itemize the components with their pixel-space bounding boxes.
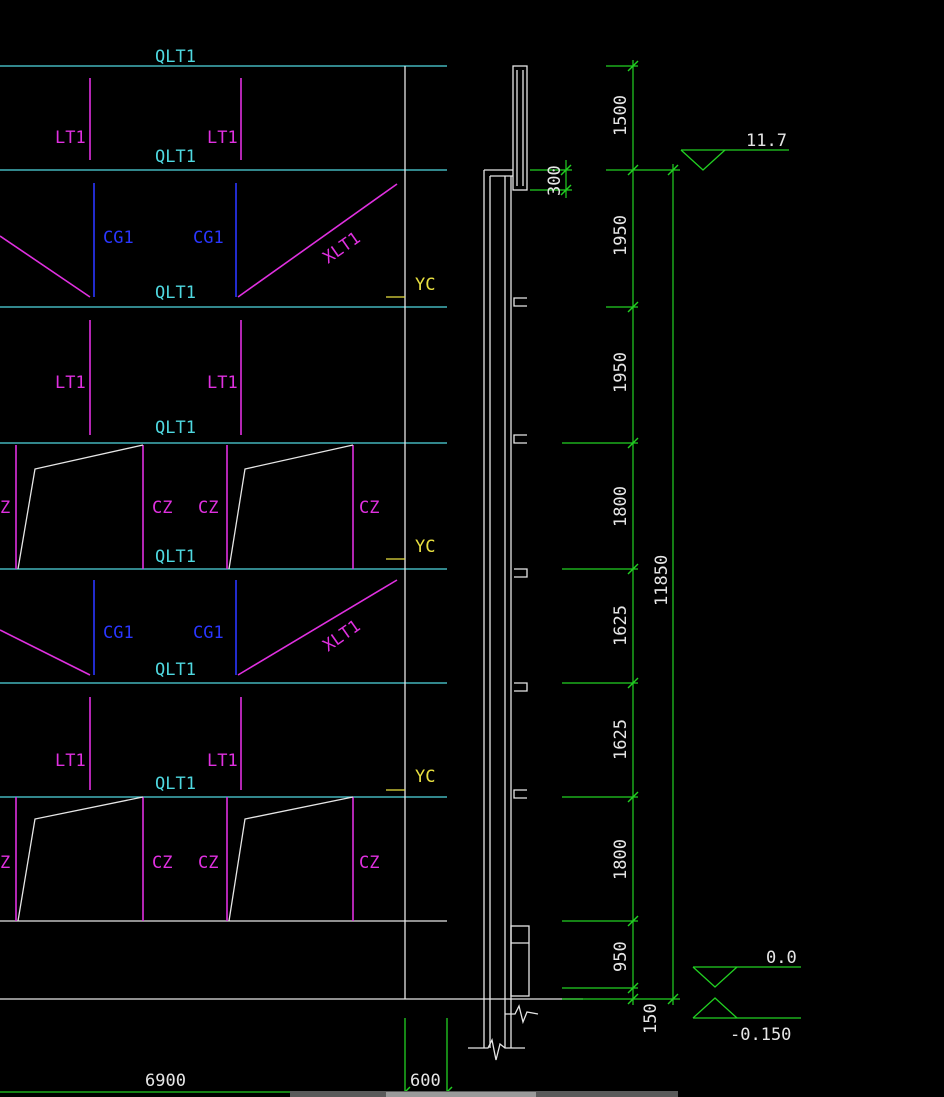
dimension-chains <box>399 60 680 1097</box>
stair-flight <box>228 796 354 922</box>
elevation-ground-label: 0.0 <box>766 948 797 968</box>
elevation-below-symbol <box>692 997 738 1019</box>
tick <box>667 164 679 176</box>
tick <box>627 563 639 575</box>
tick <box>627 915 639 927</box>
dim-label: 1500 <box>611 95 631 136</box>
tick <box>627 677 639 689</box>
dim-label-bottom: 600 <box>410 1071 441 1091</box>
stair-flight <box>17 444 144 570</box>
dim-label: 1950 <box>611 215 631 256</box>
tick <box>560 184 572 196</box>
rung <box>513 297 527 307</box>
cz-label: CZ <box>359 853 379 873</box>
cz-label: CZ <box>198 498 218 518</box>
tick <box>627 60 639 72</box>
rung <box>514 682 528 692</box>
lt1-label: LT1 <box>55 751 86 771</box>
lt1-label: LT1 <box>207 128 238 148</box>
dim-label-bottom: 6900 <box>145 1071 186 1091</box>
cg1-label: CG1 <box>103 623 134 643</box>
lt1-label: LT1 <box>55 128 86 148</box>
cz-label: CZ <box>152 498 172 518</box>
base-lines <box>0 920 583 1000</box>
qlt1-label: QLT1 <box>155 774 196 794</box>
dim-label: 1950 <box>611 352 631 393</box>
cg1-members <box>93 183 237 675</box>
tick <box>627 301 639 313</box>
qlt1-label: QLT1 <box>155 47 196 67</box>
lt1-label: LT1 <box>55 373 86 393</box>
cg1-label: CG1 <box>103 228 134 248</box>
tick <box>627 437 639 449</box>
dim-label: 1800 <box>611 839 631 880</box>
diagonal-member <box>237 183 398 298</box>
dim-label: 950 <box>611 941 631 972</box>
rung <box>514 568 528 578</box>
tick <box>627 993 639 1005</box>
cg1-label: CG1 <box>193 623 224 643</box>
yc-label: YC <box>415 275 435 295</box>
lt1-label: LT1 <box>207 751 238 771</box>
grid-dim-lines <box>0 1018 448 1097</box>
elevation-labels: 11.7 0.0 -0.150 <box>730 131 797 1045</box>
tick <box>627 791 639 803</box>
stair-flight <box>228 444 354 570</box>
yc-label: YC <box>415 537 435 557</box>
rung <box>513 434 527 444</box>
dim-label: 1625 <box>611 605 631 646</box>
dim-label-total: 11850 <box>652 555 672 606</box>
cz-label: CZ <box>152 853 172 873</box>
qlt1-label: QLT1 <box>155 547 196 567</box>
dim-label: 150 <box>641 1003 661 1034</box>
dimension-labels: 1500 1950 1950 1800 1625 1625 1800 950 1… <box>145 95 672 1091</box>
elevation-top-label: 11.7 <box>746 131 787 151</box>
z-label: Z <box>0 853 10 873</box>
section-ladder <box>468 65 539 1061</box>
elevation-below-label: -0.150 <box>730 1025 791 1045</box>
z-label: Z <box>0 498 10 518</box>
tick <box>560 164 572 176</box>
top-cage <box>512 65 528 191</box>
stair-flight <box>17 796 144 922</box>
diagonal-member <box>0 629 91 676</box>
lt1-label: LT1 <box>207 373 238 393</box>
qlt1-label: QLT1 <box>155 660 196 680</box>
diagonal-member <box>0 235 91 298</box>
elevation-ground-symbol <box>692 966 738 988</box>
rung <box>513 789 527 799</box>
qlt1-label: QLT1 <box>155 147 196 167</box>
yc-label: YC <box>415 767 435 787</box>
elevation-markers <box>680 149 801 1019</box>
base-block <box>510 925 530 997</box>
dim-label-small: 300 <box>545 165 565 196</box>
qlt1-label: QLT1 <box>155 418 196 438</box>
cz-label: CZ <box>198 853 218 873</box>
scrollbar-thumb[interactable] <box>386 1092 536 1097</box>
elevation-top-symbol <box>680 149 726 171</box>
tick <box>667 993 679 1005</box>
qlt1-label: QLT1 <box>155 283 196 303</box>
cz-label: CZ <box>359 498 379 518</box>
break-line <box>468 1038 525 1061</box>
break-line <box>505 1004 539 1025</box>
cg1-label: CG1 <box>193 228 224 248</box>
beam-lines <box>0 65 447 798</box>
stair-flights <box>17 444 354 922</box>
dim-label: 1800 <box>611 486 631 527</box>
member-labels: QLT1 QLT1 QLT1 QLT1 QLT1 QLT1 QLT1 LT1 L… <box>0 47 435 873</box>
tick <box>627 164 639 176</box>
diagonal-member <box>237 579 398 676</box>
dim-label: 1625 <box>611 719 631 760</box>
tick <box>627 982 639 994</box>
yc-markers <box>386 296 405 791</box>
lt1-posts <box>0 78 398 921</box>
